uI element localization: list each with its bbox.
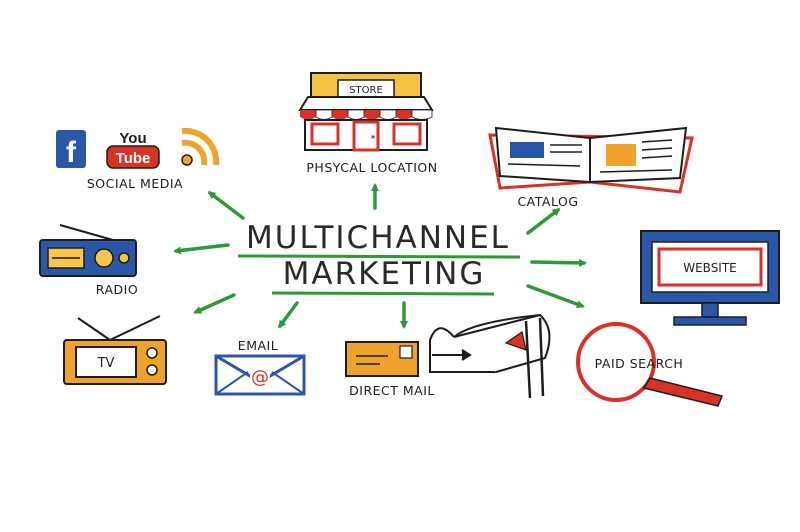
title-underline-2	[271, 291, 495, 296]
arrow-website	[530, 258, 587, 267]
website-monitor-icon: WEBSITE	[640, 230, 780, 326]
website-label: WEBSITE	[683, 261, 737, 275]
svg-text:Tube: Tube	[116, 150, 151, 167]
label-radio: RADIO	[96, 282, 138, 297]
arrows	[173, 183, 587, 329]
label-social-media: SOCIAL MEDIA	[87, 176, 183, 191]
arrow-radio	[173, 243, 230, 255]
facebook-icon: f	[56, 130, 86, 169]
store-icon: STORE	[298, 72, 434, 152]
label-email: EMAIL	[238, 338, 278, 353]
label-physical-location: PHSYCAL LOCATION	[306, 160, 437, 175]
email-at-symbol: @	[251, 367, 269, 388]
arrow-paid-search	[526, 284, 585, 309]
label-catalog: CATALOG	[517, 194, 578, 209]
store-sign-text: STORE	[349, 85, 383, 96]
mailbox-icon	[429, 313, 551, 399]
envelope-icon: @	[214, 354, 306, 396]
arrow-tv	[193, 293, 236, 314]
label-direct-mail: DIRECT MAIL	[349, 383, 435, 398]
envelope-orange-icon	[345, 341, 419, 377]
center-title: MULTICHANNEL MARKETING	[237, 220, 521, 296]
youtube-icon: You Tube	[106, 130, 160, 169]
label-paid-search: PAID SEARCH	[595, 356, 684, 371]
radio-icon	[39, 224, 137, 277]
arrow-catalog	[526, 208, 561, 235]
tv-label: TV	[97, 356, 115, 371]
title-line-1: MULTICHANNEL	[246, 220, 510, 256]
catalog-icon	[488, 126, 694, 194]
title-underline-1	[237, 254, 521, 259]
tv-icon: TV	[63, 315, 167, 385]
arrow-email	[278, 301, 299, 329]
svg-text:f: f	[66, 136, 77, 169]
title-line-2: MARKETING	[283, 256, 486, 292]
svg-text:You: You	[119, 130, 146, 147]
rss-icon	[181, 127, 220, 166]
magnifier-icon	[576, 322, 724, 407]
arrow-social-media	[207, 191, 245, 220]
